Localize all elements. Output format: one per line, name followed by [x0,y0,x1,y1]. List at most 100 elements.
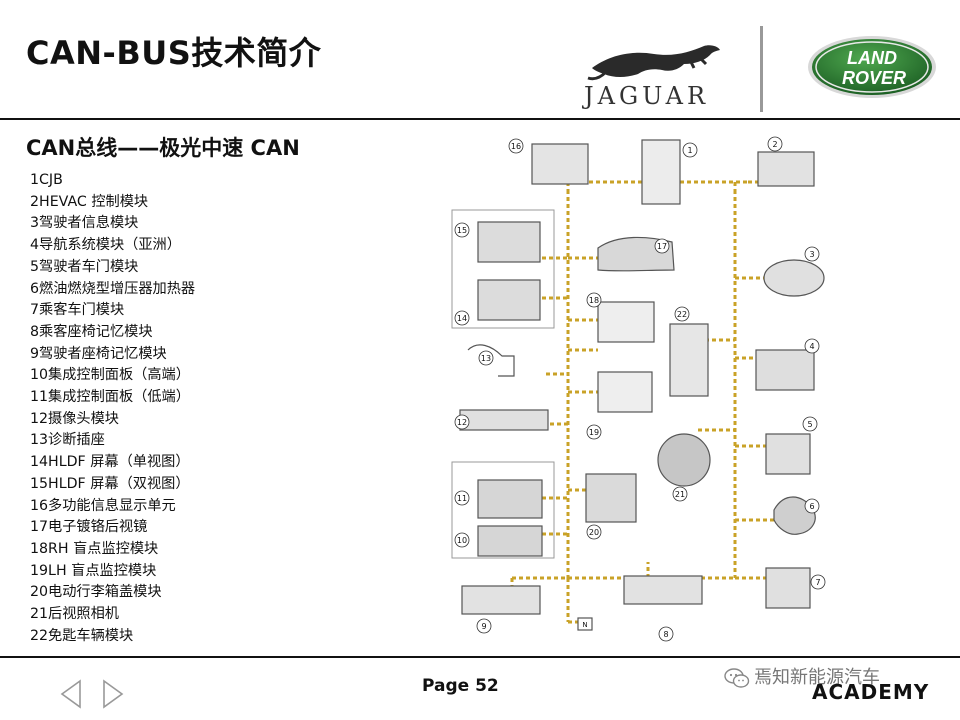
callout-7: 7 [810,574,826,590]
module-8-psm [623,575,703,605]
module-shapes [459,139,825,631]
list-item: 14HLDF 屏幕（单视图） [30,454,190,471]
callout-12: 12 [454,414,470,430]
callout-label: 17 [657,242,667,251]
module-group-frames [451,209,555,559]
module-22-kvm [669,323,709,397]
list-item: 9驾驶者座椅记忆模块 [30,345,167,362]
landrover-text-2: ROVER [842,68,906,88]
callout-3: 3 [804,246,820,262]
callout-16: 16 [508,138,524,154]
page-number: Page 52 [422,676,499,696]
callout-label: 1 [687,146,692,155]
landrover-text-1: LAND [847,48,897,68]
callout-17: 17 [654,238,670,254]
callout-11: 11 [454,490,470,506]
list-item: 19LH 盲点监控模块 [30,562,157,579]
callout-label: 13 [481,354,491,363]
jaguar-wordmark: JAGUAR [584,82,710,110]
list-item: 12摄像头模块 [30,410,119,427]
section-subtitle: CAN总线——极光中速 CAN [26,136,300,160]
module-15-hldf-dual [477,221,541,263]
callout-20: 20 [586,524,602,540]
list-item: 7乘客车门模块 [30,302,125,319]
callout-label: 2 [772,140,777,149]
module-12-camera [459,409,549,431]
list-item: 15HLDF 屏幕（双视图） [30,475,190,492]
footer-divider [0,656,960,658]
module-4-nav [755,349,815,391]
callout-10: 10 [454,532,470,548]
callout-22: 22 [674,306,690,322]
list-item: 10集成控制面板（高端） [30,367,190,384]
callout-18: 18 [586,292,602,308]
module-10-icp-high [477,525,543,557]
module-1-cjb [641,139,681,205]
list-item: 16多功能信息显示单元 [30,497,176,514]
group-frame-14-15 [451,209,555,329]
list-item: 2HEVAC 控制模块 [30,193,149,210]
next-slide-icon[interactable] [98,678,128,710]
callout-label: 19 [589,428,599,437]
callout-label: 15 [457,226,467,235]
list-item: 8乘客座椅记忆模块 [30,323,153,340]
terminator-box [577,617,593,631]
callout-1: 1 [682,142,698,158]
callout-label: 16 [511,142,521,151]
callout-label: 12 [457,418,467,427]
module-21-camera [657,433,711,487]
module-9-dsm [461,585,541,615]
list-item: 21后视照相机 [30,606,119,623]
callout-21: 21 [672,486,688,502]
callout-14: 14 [454,310,470,326]
wechat-icon [724,668,750,688]
list-item: 6燃油燃烧型增压器加热器 [30,280,196,297]
callout-2: 2 [767,136,783,152]
callout-badges: 16 1 2 15 17 3 14 18 22 13 4 12 19 5 11 … [454,136,826,642]
list-item: 18RH 盲点监控模块 [30,540,159,557]
list-item: 5驾驶者车门模块 [30,258,139,275]
list-item: 20电动行李箱盖模块 [30,584,162,601]
callout-label: 22 [677,310,687,319]
list-item: 13诊断插座 [30,432,105,449]
watermark: 焉知新能源汽车 [724,663,880,689]
list-item: 1CJB [30,172,63,188]
callout-label: 18 [589,296,599,305]
academy-label: ACADEMY [812,680,930,704]
module-18-rh-bsm [597,301,655,343]
slide-title: CAN-BUS技术简介 [26,34,322,72]
callout-15: 15 [454,222,470,238]
callout-19: 19 [586,424,602,440]
list-item: 22免匙车辆模块 [30,627,134,644]
callout-4: 4 [804,338,820,354]
module-5-ddm [765,433,811,475]
module-11-icp-low [477,479,543,519]
callout-label: 4 [809,342,814,351]
jaguar-logo [587,45,720,81]
logo-divider [760,26,763,112]
module-7-pdm [765,567,811,609]
landrover-logo: LAND ROVER [808,36,936,98]
module-2-hevac [757,151,815,187]
module-13-dlc [467,344,515,377]
callout-label: 21 [675,490,685,499]
callout-label: 8 [663,630,668,639]
group-frame-10-11 [451,461,555,559]
callout-6: 6 [804,498,820,514]
callout-label: 5 [807,420,812,429]
list-item: 4导航系统模块（亚洲） [30,237,181,254]
terminator-label: N [582,621,587,629]
module-list: 1CJB 2HEVAC 控制模块 3驾驶者信息模块 4导航系统模块（亚洲） 5驾… [30,170,195,647]
callout-9: 9 [476,618,492,634]
callout-label: 14 [457,314,467,323]
callout-13: 13 [478,350,494,366]
module-19-lh-bsm [597,371,653,413]
callout-label: 20 [589,528,599,537]
callout-label: 7 [815,578,820,587]
previous-slide-icon[interactable] [56,678,86,710]
callout-label: 3 [809,250,814,259]
can-bus-diagram: 16 1 2 15 17 3 14 18 22 13 4 12 19 5 11 … [451,136,826,642]
list-item: 17电子镀铬后视镜 [30,519,148,536]
callout-label: 9 [481,622,486,631]
